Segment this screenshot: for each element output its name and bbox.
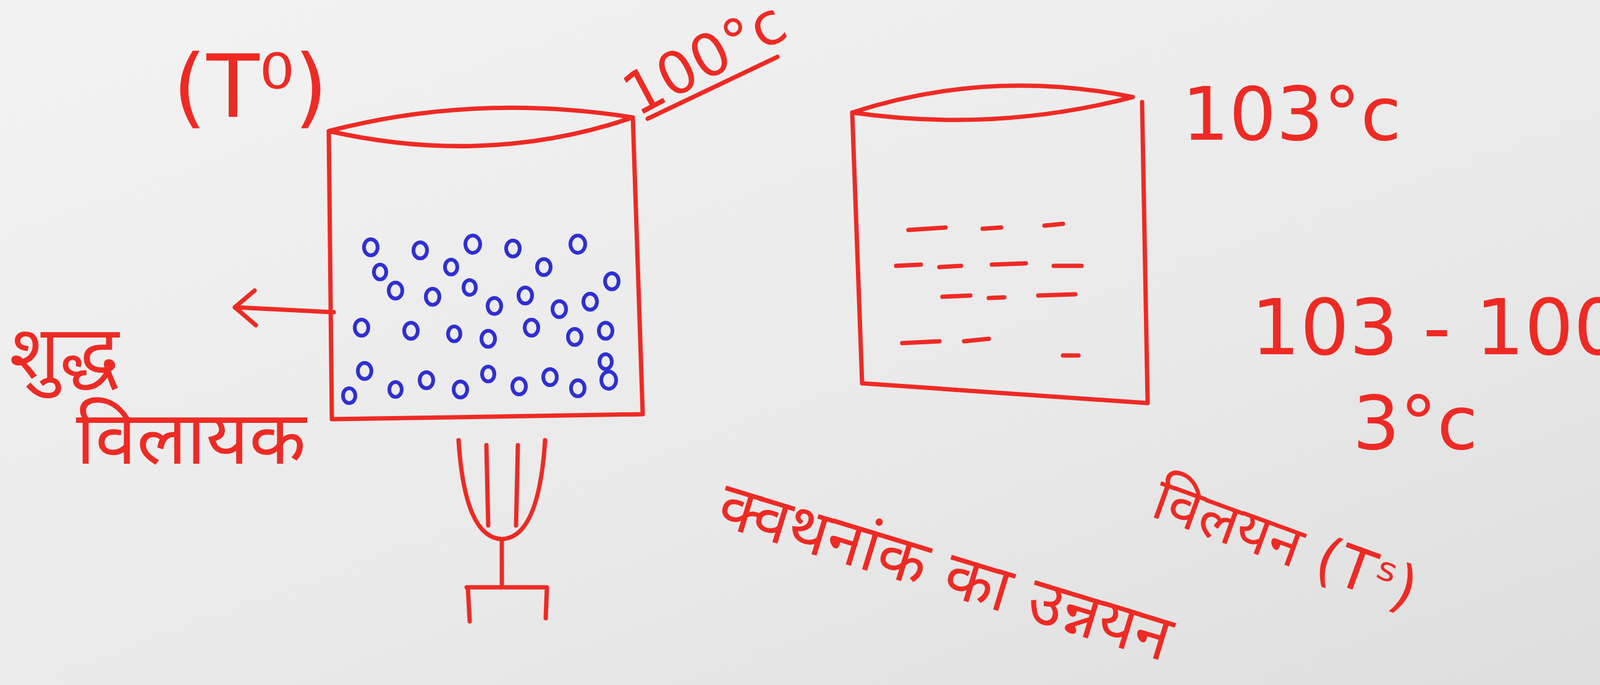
burner-symbol <box>458 440 547 622</box>
solute-dashes <box>896 223 1082 356</box>
difference-label: 103 - 100 <box>1250 283 1600 373</box>
title-note: क्वथनांक का उन्नयन <box>710 467 1181 677</box>
symbol-label: (T⁰) <box>173 37 329 137</box>
beaker-solution <box>852 85 1148 403</box>
temperature-label: 103°c <box>1181 71 1402 157</box>
solvent-label: शुद्ध विलायक <box>9 310 306 481</box>
result-label: 3°c <box>1352 380 1478 466</box>
solution-label: विलयन (Tˢ) <box>1143 464 1427 623</box>
temperature-label: 100°c <box>611 0 797 130</box>
beaker-pure-solvent <box>328 107 643 420</box>
solvent-particles <box>342 235 619 403</box>
pointer-arrow <box>234 290 334 326</box>
